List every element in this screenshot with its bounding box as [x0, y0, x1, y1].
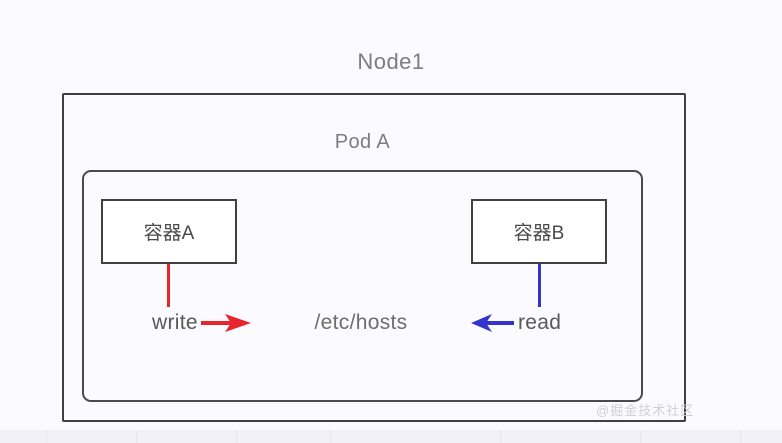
read-connector-line — [538, 264, 541, 307]
container-b-label: 容器B — [513, 223, 565, 244]
read-label: read — [518, 311, 562, 334]
shared-file-label: /etc/hosts — [314, 311, 408, 334]
band-tick — [500, 430, 501, 443]
pod-box — [82, 170, 643, 402]
arrow-right-icon — [200, 312, 253, 334]
band-tick — [740, 430, 741, 443]
write-label: write — [152, 311, 198, 334]
pod-title: Pod A — [334, 131, 391, 153]
page-bottom-band — [0, 430, 782, 443]
band-tick — [330, 430, 331, 443]
node-title: Node1 — [357, 49, 425, 74]
container-a-label: 容器A — [143, 223, 195, 244]
watermark: @掘金技术社区 — [596, 403, 695, 418]
band-tick — [640, 430, 641, 443]
container-a-box: 容器A — [101, 199, 237, 264]
node-box — [62, 93, 686, 422]
read-flow: read — [470, 306, 561, 340]
write-flow: write — [152, 306, 253, 340]
container-b-box: 容器B — [471, 199, 607, 264]
band-tick — [236, 430, 237, 443]
band-tick — [136, 430, 137, 443]
band-tick — [46, 430, 47, 443]
write-connector-line — [167, 264, 170, 307]
arrow-left-icon — [470, 312, 516, 334]
